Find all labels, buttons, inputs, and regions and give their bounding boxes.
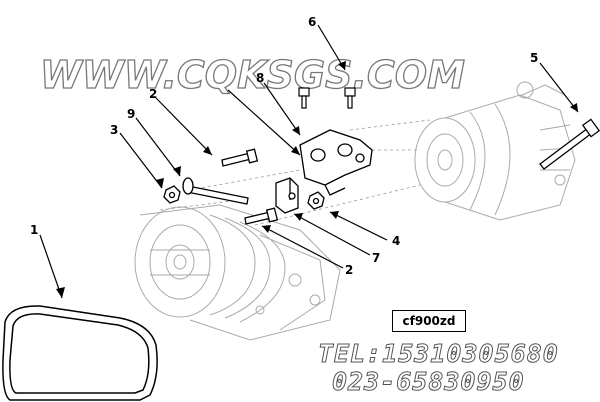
part-code-label: cf900zd — [392, 310, 466, 332]
bolt-2-lower — [244, 207, 279, 225]
watermark-text: WWW.CQKSGS.COM — [40, 53, 465, 97]
leader-lines — [39, 24, 579, 299]
alternator-illustration — [134, 204, 341, 341]
contact-phone: 023-65830950 — [332, 367, 525, 397]
nut-3 — [163, 185, 181, 204]
callout-5: 5 — [530, 51, 538, 65]
callout-4: 4 — [392, 234, 400, 248]
callout-7: 7 — [372, 251, 380, 265]
callout-2-lower: 2 — [345, 263, 353, 277]
callout-8: 8 — [256, 71, 264, 85]
leader-arrowheads — [56, 61, 578, 298]
nut-4 — [307, 191, 325, 210]
callout-3: 3 — [110, 123, 118, 137]
bolt-2-upper — [221, 148, 259, 167]
callout-9: 9 — [127, 107, 135, 121]
callout-1: 1 — [30, 223, 38, 237]
bolts-6 — [298, 87, 356, 109]
callout-2-upper: 2 — [149, 87, 157, 101]
drive-belt — [2, 305, 158, 401]
long-bolt-5 — [539, 118, 600, 170]
compressor-illustration — [414, 81, 576, 221]
callout-6: 6 — [308, 15, 316, 29]
long-bolt-9 — [182, 177, 249, 205]
spacer-block-7 — [275, 177, 299, 214]
contact-tel: TEL:15310305680 — [318, 339, 559, 369]
mounting-bracket-8 — [299, 129, 373, 196]
